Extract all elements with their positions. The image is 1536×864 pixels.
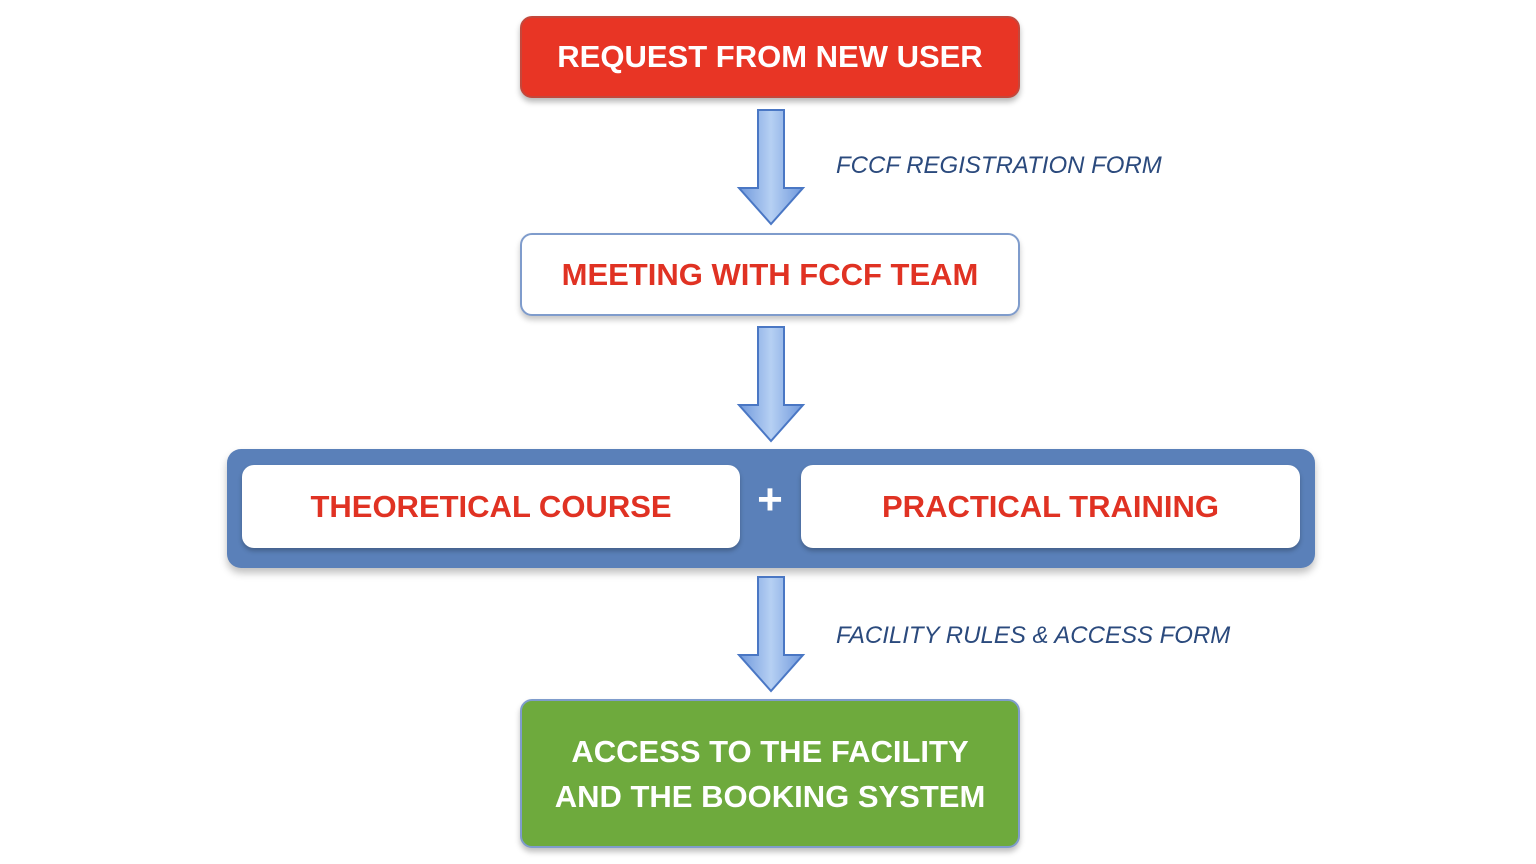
step-label: MEETING WITH FCCF TEAM <box>561 256 979 292</box>
step-request-from-new-user: REQUEST FROM NEW USER <box>520 16 1020 98</box>
edge-label-facility-rules-access-form: FACILITY RULES & ACCESS FORM <box>836 622 1231 649</box>
edge-label-registration-form: FCCF REGISTRATION FORM <box>836 152 1162 179</box>
step-meeting-with-fccf-team: MEETING WITH FCCF TEAM <box>520 233 1020 316</box>
step-label: THEORETICAL COURSE <box>310 488 672 524</box>
plus-sign: + <box>757 475 783 524</box>
step-theoretical-course: THEORETICAL COURSE <box>242 465 740 548</box>
step-label: PRACTICAL TRAINING <box>882 488 1219 524</box>
down-arrow-icon <box>736 576 806 693</box>
down-arrow-icon <box>736 109 806 226</box>
step-label: REQUEST FROM NEW USER <box>557 39 983 74</box>
down-arrow-icon <box>736 326 806 443</box>
step-label-line-2: AND THE BOOKING SYSTEM <box>554 778 986 814</box>
step-access-to-facility: ACCESS TO THE FACILITY AND THE BOOKING S… <box>520 699 1020 848</box>
step-label-line-1: ACCESS TO THE FACILITY <box>571 733 969 769</box>
step-practical-training: PRACTICAL TRAINING <box>801 465 1300 548</box>
